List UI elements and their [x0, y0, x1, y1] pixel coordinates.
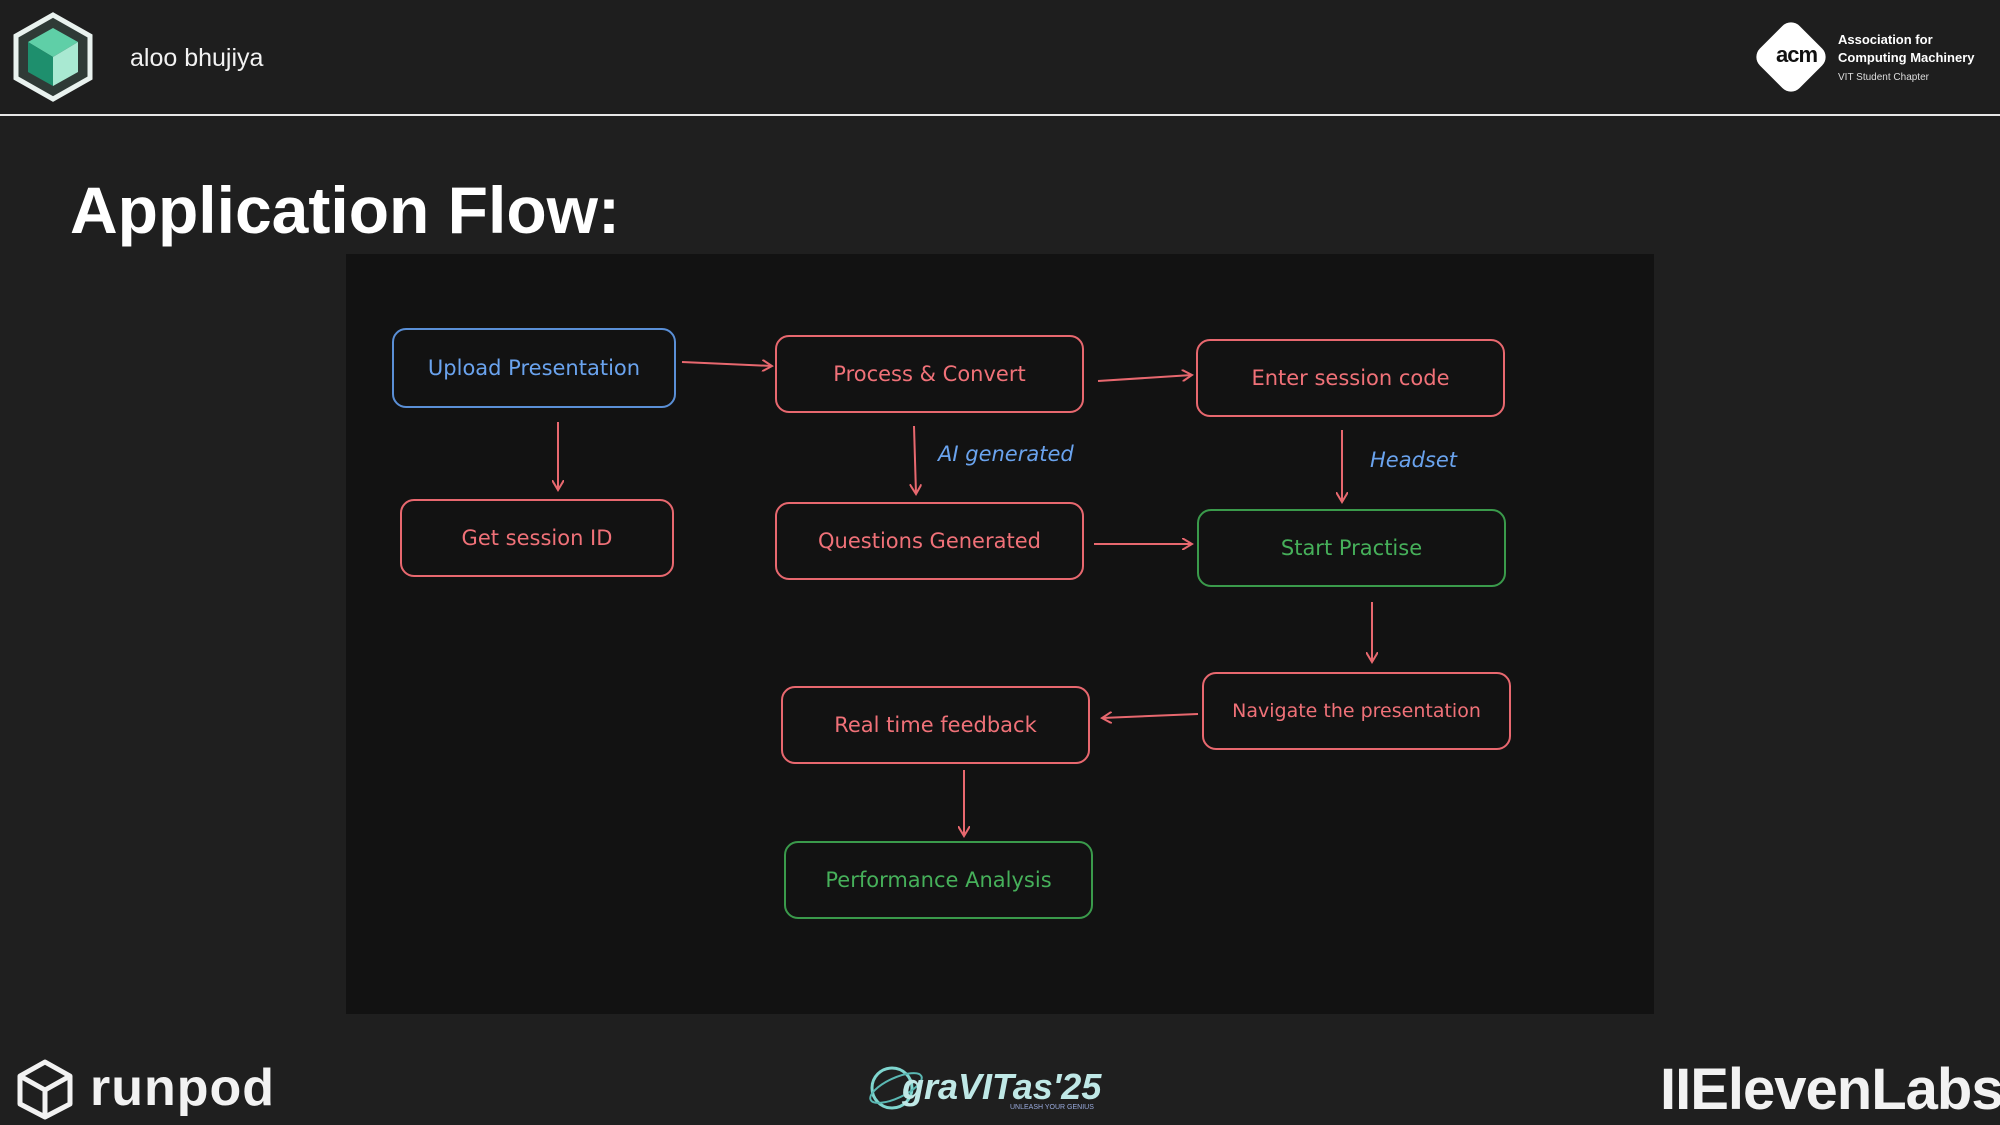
- elevenlabs-wordmark: IIElevenLabs: [1660, 1057, 2000, 1122]
- arrow-process-to-questions: [914, 425, 916, 494]
- arrow-process-to-enter-code: [1097, 375, 1192, 382]
- node-upload-presentation: Upload Presentation: [392, 328, 676, 408]
- page-title: Application Flow:: [70, 173, 620, 247]
- runpod-cube-icon: [17, 1059, 73, 1120]
- node-performance-analysis: Performance Analysis: [784, 841, 1093, 919]
- node-real-time-feedback: Real time feedback: [781, 686, 1090, 764]
- acm-line-3: VIT Student Chapter: [1838, 72, 1929, 83]
- arrow-upload-to-process: [681, 362, 772, 366]
- edge-label-headset: Headset: [1370, 448, 1458, 472]
- team-name: aloo bhujiya: [130, 44, 264, 72]
- node-start-practise: Start Practise: [1197, 509, 1506, 587]
- flow-diagram: Upload Presentation Process & Convert En…: [346, 254, 1654, 1014]
- acm-line-2: Computing Machinery: [1838, 50, 1975, 65]
- runpod-wordmark: runpod: [90, 1059, 276, 1117]
- acm-mark: acm: [1776, 42, 1818, 67]
- node-enter-session-code: Enter session code: [1196, 339, 1505, 417]
- gravitas-tagline: UNLEASH YOUR GENIUS: [1010, 1104, 1094, 1111]
- node-questions-generated: Questions Generated: [775, 502, 1084, 580]
- gravitas-logo: graVITas'25 UNLEASH YOUR GENIUS: [866, 1058, 1101, 1120]
- acm-logo: acm Association for Computing Machinery …: [1748, 14, 1993, 100]
- arrow-navigate-to-feedback: [1102, 714, 1199, 718]
- node-get-session-id: Get session ID: [400, 499, 674, 577]
- edge-label-ai-generated: AI generated: [938, 442, 1074, 466]
- acm-line-1: Association for: [1838, 32, 1933, 47]
- team-logo-icon: [13, 12, 93, 102]
- gravitas-orbit-icon: [869, 1066, 923, 1110]
- top-bar: aloo bhujiya acm Association for Computi…: [0, 0, 2000, 116]
- diagram-arrows: [346, 254, 1654, 1014]
- node-navigate-presentation: Navigate the presentation: [1202, 672, 1511, 750]
- acm-diamond-icon: [1756, 22, 1826, 92]
- node-process-convert: Process & Convert: [775, 335, 1084, 413]
- gravitas-wordmark: graVITas'25: [902, 1066, 1102, 1107]
